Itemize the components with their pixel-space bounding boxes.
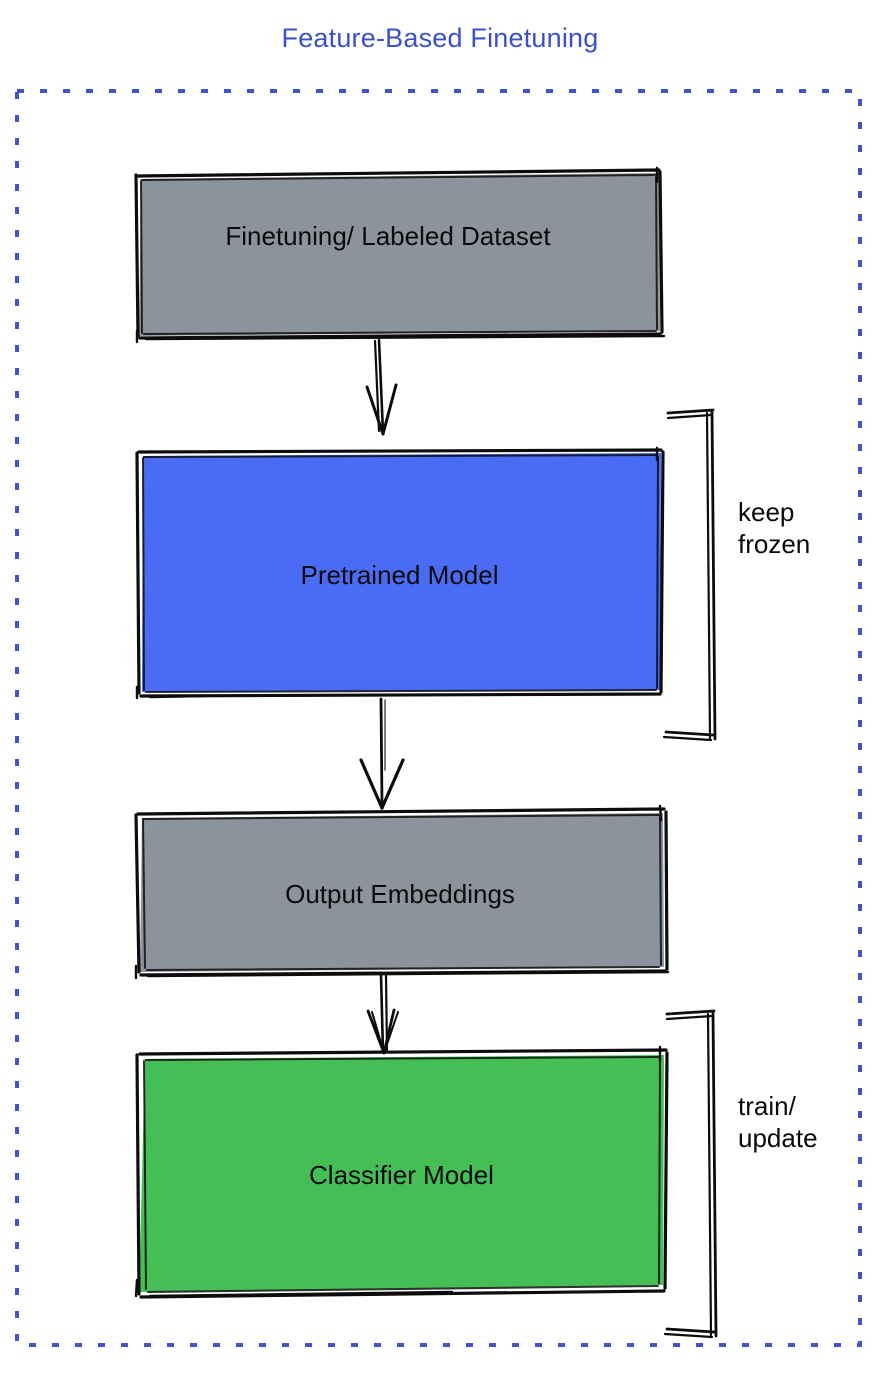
bracket-train-update-line-2: update	[738, 1122, 818, 1153]
dashed-frame	[15, 89, 862, 1347]
node-embeddings-fill	[140, 813, 664, 972]
arrow-pretrained-to-embeddings	[359, 697, 405, 810]
node-classifier-label: Classifier Model	[309, 1160, 494, 1190]
node-dataset-overshoot	[135, 166, 666, 344]
bracket-train-update-line-1: train/	[738, 1091, 796, 1121]
bracket-train-update-label: train/ update	[738, 1091, 818, 1154]
page-title: Feature-Based Finetuning	[281, 23, 599, 53]
node-pretrained-label: Pretrained Model	[300, 560, 499, 590]
node-pretrained-outline	[135, 448, 665, 698]
node-pretrained-fill	[142, 453, 661, 692]
node-pretrained-overshoot	[135, 446, 659, 700]
node-dataset-fill	[139, 173, 660, 336]
bracket-keep-frozen-line-2: frozen	[738, 528, 811, 559]
node-pretrained-outline-2	[142, 454, 659, 693]
node-pretrained[interactable]	[135, 446, 665, 700]
node-dataset[interactable]	[134, 166, 666, 344]
node-dataset-outline	[134, 168, 664, 340]
arrow-embeddings-to-classifier	[366, 973, 399, 1055]
node-embeddings-outline-2	[142, 814, 662, 971]
node-embeddings-label: Output Embeddings	[285, 879, 515, 909]
node-embeddings-outline	[134, 807, 669, 977]
node-classifier-outline	[135, 1048, 669, 1299]
node-classifier-fill	[139, 1055, 664, 1292]
bracket-train-update	[663, 1009, 718, 1339]
bracket-keep-frozen	[662, 408, 717, 742]
node-dataset-label: Finetuning/ Labeled Dataset	[225, 221, 551, 251]
node-classifier-outline-2	[143, 1056, 661, 1293]
node-classifier[interactable]	[134, 1045, 669, 1299]
node-embeddings-overshoot	[134, 804, 670, 980]
bracket-keep-frozen-label: keep frozen	[738, 497, 810, 560]
node-embeddings[interactable]	[134, 804, 670, 980]
arrow-dataset-to-pretrained	[365, 338, 398, 436]
node-dataset-outline-2	[140, 174, 658, 335]
node-classifier-overshoot	[134, 1045, 662, 1298]
bracket-keep-frozen-line-1: keep	[738, 497, 795, 527]
